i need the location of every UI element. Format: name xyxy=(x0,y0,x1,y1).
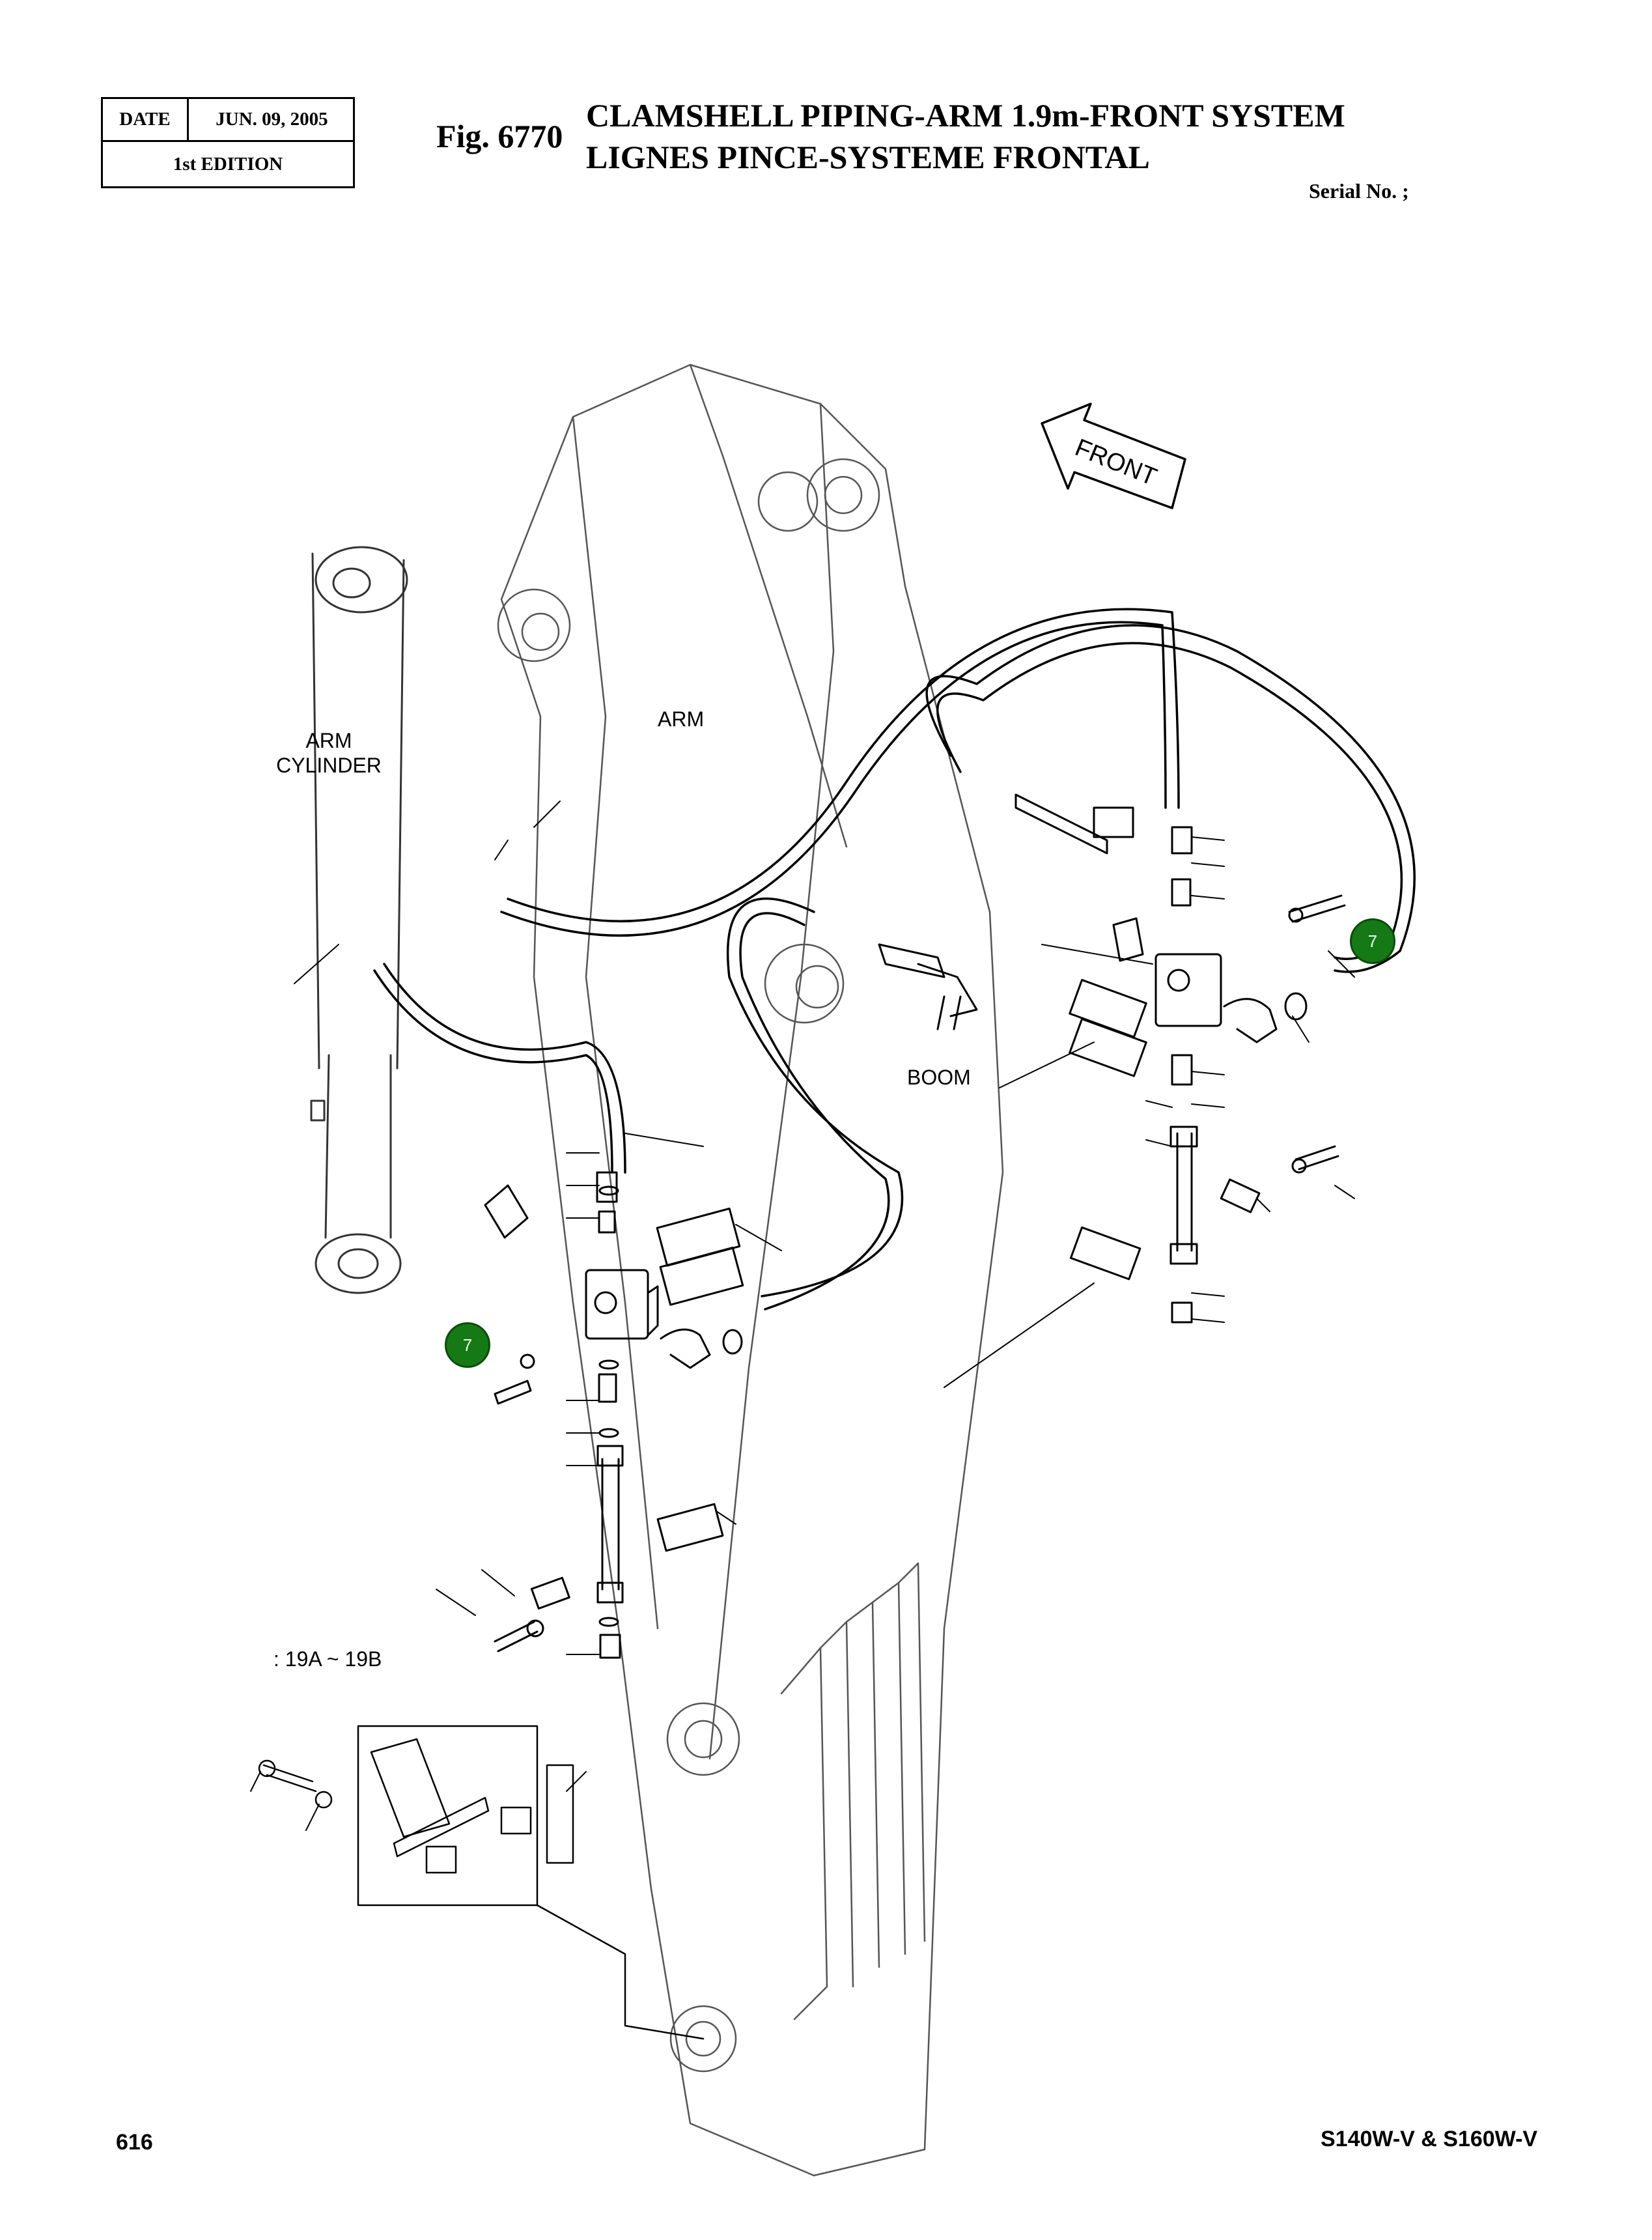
callout-badge-right: 7 xyxy=(1350,918,1395,964)
model-name: S140W-V & S160W-V xyxy=(1321,2127,1538,2151)
front-arrow xyxy=(1041,403,1186,509)
arm-cylinder-label-line1: ARM xyxy=(305,729,352,752)
callout-badge-left: 7 xyxy=(445,1322,490,1368)
page-subtitle: LIGNES PINCE-SYSTEME FRONTAL xyxy=(586,139,1150,175)
edition-label: 1st EDITION xyxy=(173,154,283,175)
middle-fittings xyxy=(878,793,1134,1030)
page-number: 616 xyxy=(116,2130,153,2155)
date-edition-box: DATE JUN. 09, 2005 1st EDITION xyxy=(101,97,355,188)
boom-label: BOOM xyxy=(907,1066,971,1089)
range-note: : 19A ~ 19B xyxy=(273,1647,382,1671)
date-row: DATE JUN. 09, 2005 xyxy=(103,99,353,142)
arm-structure xyxy=(497,363,1004,2177)
bracket-detail-box xyxy=(258,1725,705,2040)
figure-number: Fig. 6770 xyxy=(436,118,563,154)
date-label: DATE xyxy=(103,99,189,140)
leader-lines xyxy=(250,801,1355,1831)
arm-label: ARM xyxy=(658,707,705,731)
arm-cylinder-label: ARM CYLINDER xyxy=(260,728,397,778)
page-title: CLAMSHELL PIPING-ARM 1.9m-FRONT SYSTEM xyxy=(586,97,1345,134)
date-value: JUN. 09, 2005 xyxy=(216,109,328,130)
arm-cylinder-label-line2: CYLINDER xyxy=(276,754,382,777)
hoses xyxy=(373,608,1416,1311)
serial-number-label: Serial No. ; xyxy=(1309,179,1409,203)
right-valve-assembly xyxy=(1069,826,1346,1324)
left-valve-assembly xyxy=(484,1171,744,1659)
arm-cylinder xyxy=(310,546,408,1294)
